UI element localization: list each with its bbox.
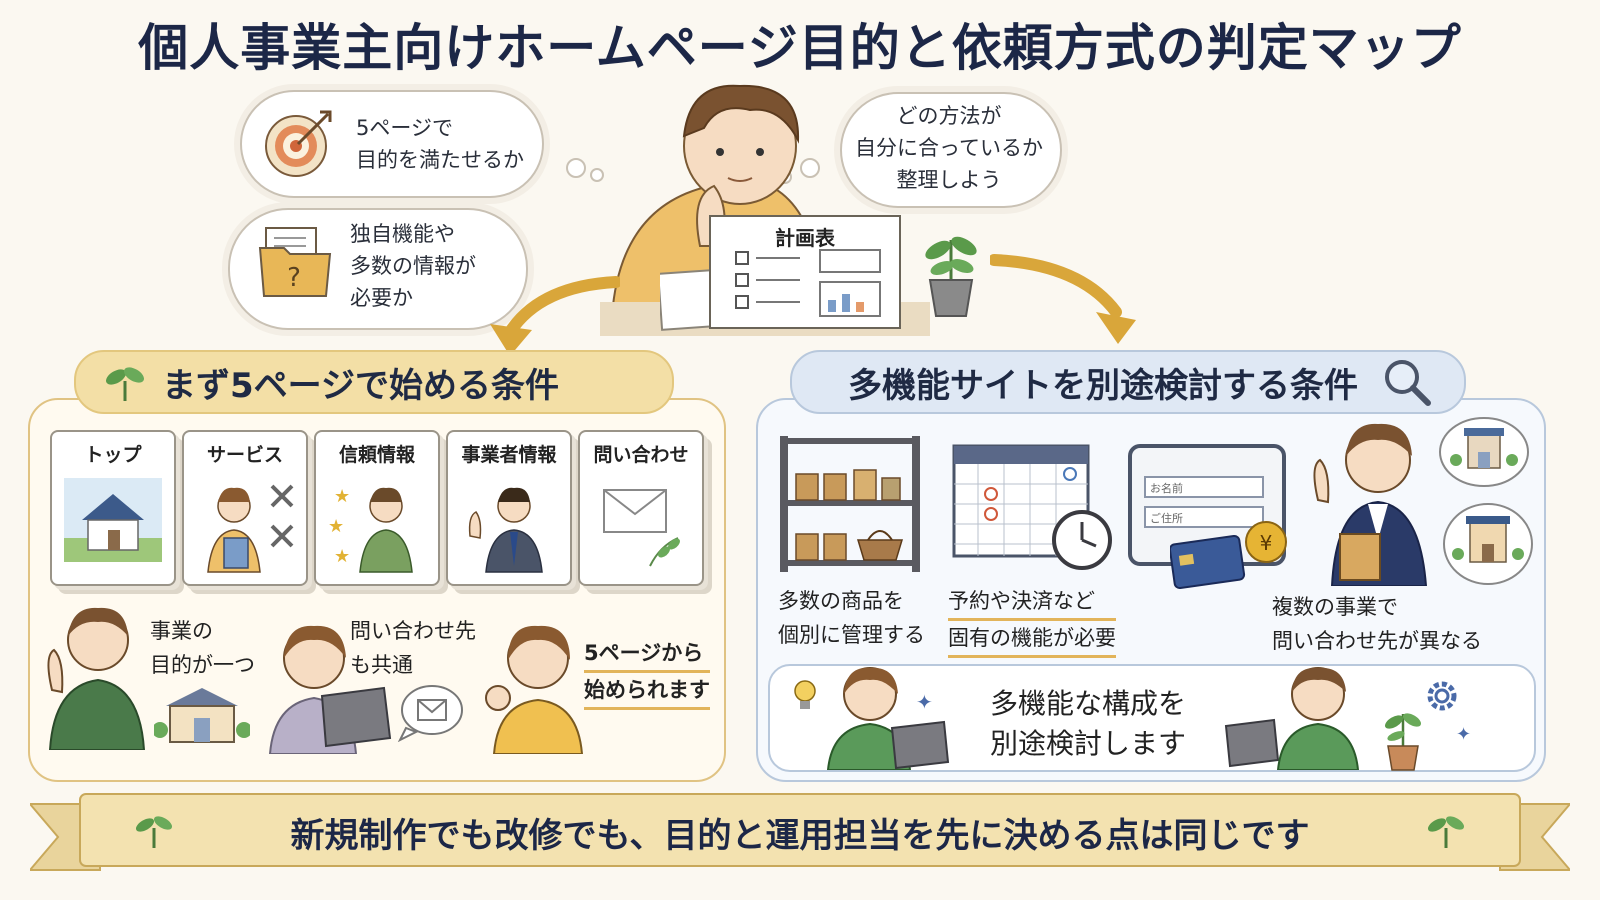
result-line: 多機能な構成を bbox=[990, 687, 1187, 720]
thought-line: 多数の情報が bbox=[350, 254, 476, 278]
credit-card-coin-icon: ¥ bbox=[1170, 521, 1287, 590]
page-card-top: トップ bbox=[50, 430, 176, 586]
form-field-label: お名前 bbox=[1150, 482, 1183, 495]
form-field-label: ご住所 bbox=[1150, 512, 1183, 525]
potted-plant-illustration bbox=[925, 236, 977, 317]
thought-dot bbox=[590, 168, 604, 182]
envelope-icon bbox=[603, 489, 680, 567]
building-bubble-icon bbox=[1443, 503, 1533, 585]
worker-tools-icon bbox=[207, 484, 294, 573]
condition-line: 固有の機能が必要 bbox=[948, 621, 1116, 658]
thought-line: 独自機能や bbox=[350, 222, 455, 246]
folder-question-icon: ? bbox=[258, 227, 332, 297]
thought-line: 自分に合っているか bbox=[855, 136, 1043, 160]
svg-text:★: ★ bbox=[328, 516, 344, 537]
thought-line: 5ページで bbox=[356, 116, 453, 140]
condition-line: 問い合わせ先 bbox=[350, 619, 476, 643]
result-line: 別途検討します bbox=[990, 727, 1187, 760]
magnifier-icon bbox=[1385, 360, 1431, 406]
form-field: お名前 bbox=[1144, 476, 1264, 498]
svg-text:★: ★ bbox=[334, 486, 350, 507]
svg-text:¥: ¥ bbox=[1260, 531, 1273, 555]
thought-line: 必要か bbox=[350, 286, 413, 310]
plan-sheet-label: 計画表 bbox=[775, 226, 835, 250]
shop-building-icon bbox=[154, 688, 250, 743]
thought-dot bbox=[800, 158, 820, 178]
shopkeeper-illustration bbox=[47, 607, 146, 750]
condition-line: 予約や決済など bbox=[948, 584, 1116, 621]
condition-line: 事業の bbox=[150, 619, 213, 643]
sparkle-icon: ✦ bbox=[916, 690, 933, 714]
house-icon bbox=[64, 478, 162, 562]
sparkle-icon: ✦ bbox=[1456, 724, 1472, 745]
page-card-label: 事業者情報 bbox=[461, 444, 557, 466]
lightbulb-icon bbox=[794, 680, 816, 709]
result-line: 始められます bbox=[584, 673, 710, 710]
woman-ok-gesture-illustration bbox=[485, 625, 584, 754]
consultant-man-illustration bbox=[1313, 423, 1428, 586]
woman-laptop-illustration bbox=[268, 625, 392, 754]
footer-message: 新規制作でも改修でも、目的と運用担当を先に決める点は同じです bbox=[290, 816, 1310, 856]
potted-plant-icon bbox=[1384, 713, 1422, 771]
thought-line: 整理しよう bbox=[896, 168, 1002, 192]
condition-line: 複数の事業で bbox=[1272, 595, 1398, 619]
footer-ribbon bbox=[30, 793, 1570, 871]
left-heading-bar: まず5ページで始める条件 bbox=[74, 350, 674, 414]
calendar-clock-icon bbox=[952, 444, 1112, 570]
left-heading: まず5ページで始める条件 bbox=[162, 365, 559, 406]
page-card-trust: 信頼情報 ★ ★ ★ bbox=[314, 430, 440, 586]
building-bubble-icon bbox=[1439, 417, 1529, 487]
page-card-service: サービス bbox=[182, 430, 308, 586]
condition-line: 多数の商品を bbox=[778, 589, 904, 613]
result-line: 5ページから bbox=[584, 636, 710, 673]
target-icon bbox=[265, 110, 332, 177]
condition-line: 問い合わせ先が異なる bbox=[1272, 629, 1482, 653]
mail-speech-bubble-icon bbox=[397, 685, 463, 742]
man-laptop-illustration bbox=[1224, 667, 1360, 770]
arrow-to-left-icon bbox=[490, 276, 620, 356]
page-card-label: サービス bbox=[206, 444, 283, 466]
right-heading: 多機能サイトを別途検討する条件 bbox=[848, 365, 1358, 406]
thought-dot bbox=[566, 158, 586, 178]
thought-line: 目的を満たせるか bbox=[356, 148, 524, 172]
arrow-to-right-icon bbox=[990, 254, 1136, 344]
condition-line: 個別に管理する bbox=[778, 623, 925, 647]
page-card-contact: 問い合わせ bbox=[578, 430, 704, 586]
page-card-label: 問い合わせ bbox=[593, 444, 689, 466]
condition-line: 目的が一つ bbox=[150, 653, 255, 677]
sprout-icon bbox=[135, 816, 173, 848]
page-card-label: 信頼情報 bbox=[338, 444, 415, 466]
plan-sheet-illustration bbox=[660, 215, 901, 331]
person-stars-icon: ★ ★ ★ bbox=[328, 486, 413, 573]
gear-icon bbox=[1427, 681, 1457, 711]
woman-laptop-illustration bbox=[826, 667, 950, 770]
sprout-icon bbox=[106, 367, 144, 401]
product-shelf-icon bbox=[780, 436, 920, 572]
svg-text:?: ? bbox=[287, 263, 301, 293]
page-card-business: 事業者情報 bbox=[446, 430, 572, 586]
businessman-icon bbox=[468, 487, 543, 573]
condition-line: も共通 bbox=[350, 653, 413, 677]
sprout-icon bbox=[1427, 816, 1465, 848]
right-heading-bar: 多機能サイトを別途検討する条件 bbox=[790, 350, 1466, 414]
thought-bubble-which-method bbox=[840, 92, 1062, 208]
page-title: 個人事業主向けホームページ目的と依頼方式の判定マップ bbox=[138, 19, 1462, 77]
form-field: ご住所 bbox=[1144, 506, 1264, 528]
thought-line: どの方法が bbox=[896, 104, 1002, 128]
page-card-label: トップ bbox=[84, 444, 142, 466]
svg-text:★: ★ bbox=[334, 546, 350, 567]
